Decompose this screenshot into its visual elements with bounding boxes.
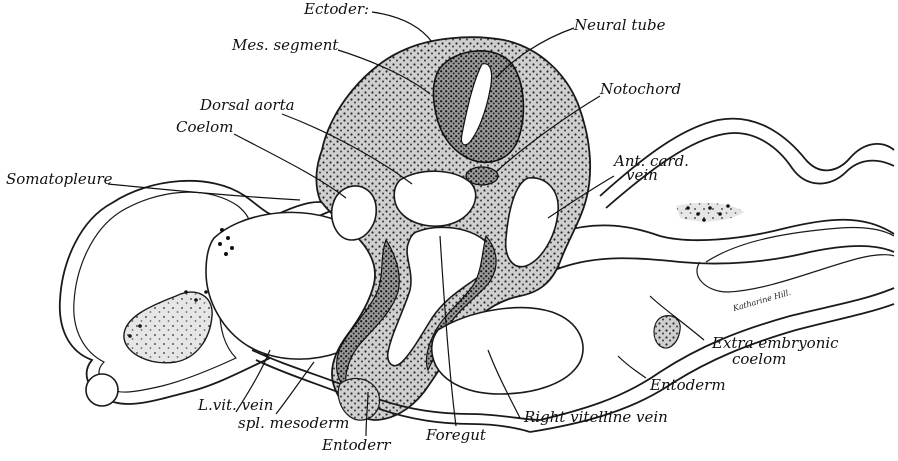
label-neural-tube: Neural tube bbox=[574, 18, 666, 34]
right-membrane-outer bbox=[560, 220, 894, 268]
label-notochord: Notochord bbox=[600, 82, 681, 98]
leader-ectoderm bbox=[372, 12, 432, 42]
label-spl-mesoderm: spl. mesoderm bbox=[238, 416, 349, 432]
label-dorsal-aorta: Dorsal aorta bbox=[200, 98, 295, 114]
label-somatopleure: Somatopleure bbox=[6, 172, 113, 188]
label-ectoderm: Ectoder: bbox=[304, 2, 369, 18]
right-dotted-mass bbox=[654, 316, 680, 348]
label-entoderm-right: Entoderm bbox=[650, 378, 726, 394]
left-small-vesicle bbox=[86, 374, 118, 406]
label-entoderm-bottom: Entoderr bbox=[322, 438, 391, 454]
label-extra-embryonic-line2: coelom bbox=[732, 352, 786, 368]
label-l-vit-vein: L.vit. vein bbox=[198, 398, 273, 414]
label-coelom: Coelom bbox=[176, 120, 233, 136]
leader-somatopleure bbox=[108, 184, 300, 200]
right-upper-dots bbox=[676, 203, 744, 222]
leader-spl-mesoderm bbox=[276, 362, 314, 414]
label-ant-card-vein-line2: vein bbox=[626, 168, 658, 184]
leader-entoderm-right bbox=[618, 356, 646, 378]
left-blood-island bbox=[124, 292, 212, 363]
label-right-vitelline-vein: Right vitelline vein bbox=[524, 410, 668, 426]
extra-embryonic-coelom-space bbox=[697, 227, 894, 292]
label-mes-segment: Mes. segment bbox=[232, 38, 338, 54]
right-vitelline-space bbox=[432, 308, 583, 394]
label-foregut: Foregut bbox=[426, 428, 486, 444]
